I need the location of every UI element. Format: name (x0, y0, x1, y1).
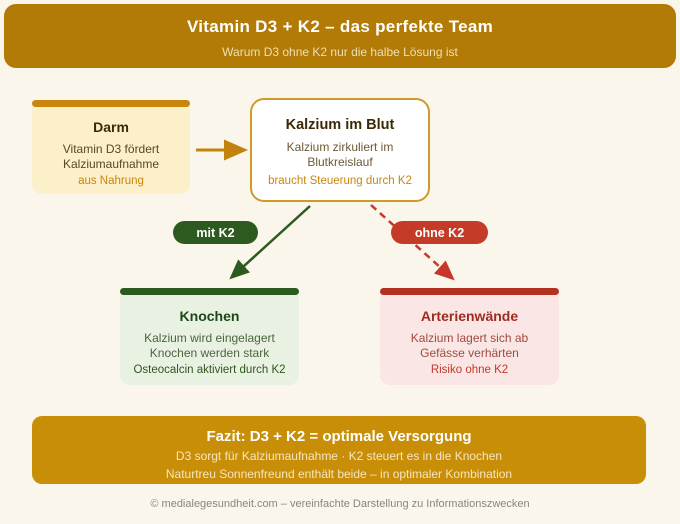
node-blood-line2: Blutkreislauf (307, 154, 373, 169)
node-gut-topbar (32, 100, 190, 107)
footer-note: © medialegesundheit.com – vereinfachte D… (150, 498, 530, 510)
node-bones-title: Knochen (179, 308, 240, 324)
node-arteries: Arterienwände Kalzium lagert sich ab Gef… (380, 288, 559, 385)
page-title: Vitamin D3 + K2 – das perfekte Team (186, 17, 494, 36)
node-gut-line2: Kalziumaufnahme (62, 156, 160, 171)
conclusion-banner: Fazit: D3 + K2 = optimale Versorgung D3 … (32, 416, 646, 484)
node-blood-line1: Kalzium zirkuliert im (286, 140, 394, 154)
conclusion-line2: Naturtreu Sonnenfreund enthält beide – i… (165, 467, 513, 481)
node-gut-title: Darm (93, 119, 129, 135)
node-gut: Darm Vitamin D3 fördert Kalziumaufnahme … (32, 100, 190, 194)
node-arteries-topbar (380, 288, 559, 295)
page-subtitle: Warum D3 ohne K2 nur die halbe Lösung is… (222, 45, 458, 59)
node-blood-title: Kalzium im Blut (285, 117, 395, 133)
node-bones-highlight: Osteocalcin aktiviert durch K2 (133, 364, 286, 376)
edge-label-without-k2: ohne K2 (391, 221, 488, 244)
node-bones-line1: Kalzium wird eingelagert (144, 331, 275, 345)
header-banner: Vitamin D3 + K2 – das perfekte Team Waru… (4, 4, 676, 68)
node-arteries-line2: Gefässe verhärten (420, 345, 519, 360)
node-arteries-highlight: Risiko ohne K2 (430, 364, 509, 376)
node-bones-line2: Knochen werden stark (149, 345, 270, 360)
node-blood-highlight: braucht Steuerung durch K2 (268, 175, 412, 187)
node-bones-topbar (120, 288, 299, 295)
conclusion-title: Fazit: D3 + K2 = optimale Versorgung (206, 428, 472, 445)
edge-label-with-k2: mit K2 (173, 221, 258, 244)
node-blood: Kalzium im Blut Kalzium zirkuliert im Bl… (250, 98, 430, 202)
node-bones: Knochen Kalzium wird eingelagert Knochen… (120, 288, 299, 385)
node-gut-line1: Vitamin D3 fördert (62, 142, 160, 156)
conclusion-line1: D3 sorgt für Kalziumaufnahme · K2 steuer… (175, 449, 503, 463)
node-arteries-title: Arterienwände (420, 308, 519, 324)
node-gut-highlight: aus Nahrung (78, 175, 144, 187)
node-arteries-line1: Kalzium lagert sich ab (410, 331, 529, 345)
